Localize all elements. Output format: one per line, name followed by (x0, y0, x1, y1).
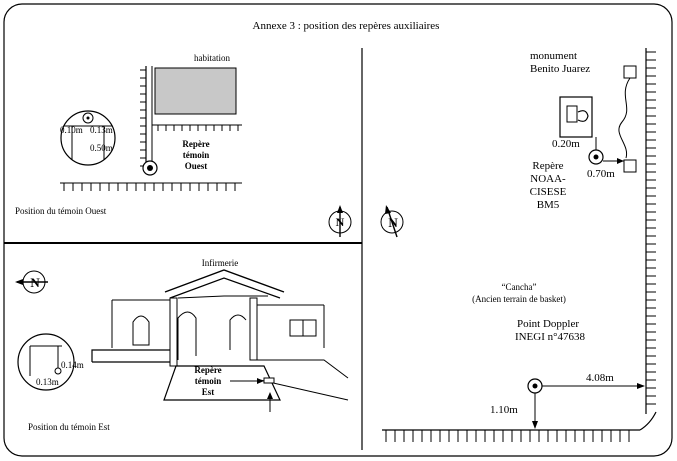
monument-statue (566, 105, 578, 123)
arch (177, 311, 197, 360)
marker-label-line: Est (202, 387, 215, 397)
doppler-label: INEGI n°47638 (515, 331, 586, 343)
north-letter: N (388, 215, 398, 230)
cancha-label: (Ancien terrain de basket) (472, 294, 566, 304)
marker-pointer-head (267, 392, 273, 399)
dimension-arrowhead (532, 421, 538, 429)
noaa-label-line: Repère (532, 160, 563, 172)
noaa-label-line: BM5 (537, 199, 560, 211)
north-arrow-icon: N (328, 205, 352, 237)
detail-dim-2: 0.13m (90, 125, 113, 135)
dimension-arrowhead (637, 383, 645, 389)
page-title: Annexe 3 : position des repères auxiliai… (253, 20, 440, 32)
column (169, 297, 178, 367)
monument-label: Benito Juarez (530, 63, 590, 75)
roof-line (177, 295, 268, 299)
detail-marker (54, 367, 62, 375)
cancha-label: “Cancha” (502, 282, 537, 292)
arched-window (132, 315, 150, 346)
roof-line (164, 269, 285, 293)
marker-pointer-head (257, 378, 264, 384)
marker-center (532, 383, 538, 389)
monument-statue (577, 110, 589, 122)
column (249, 297, 258, 361)
north-letter: N (30, 275, 40, 290)
monument-label: monument (530, 50, 577, 62)
step (91, 349, 170, 362)
marker-label-line: Repère (194, 365, 221, 375)
small-square (623, 159, 637, 173)
detail-dim-2: 0.13m (36, 377, 59, 387)
outer-frame (3, 3, 673, 457)
north-arrow-icon: N (15, 270, 48, 294)
detail-dim-1: 0.14m (61, 360, 84, 370)
habitation-building (154, 67, 237, 115)
habitation-label: habitation (194, 53, 230, 63)
detail-dim-1: 0.10m (60, 125, 83, 135)
dist-left: 0.20m (552, 138, 580, 150)
marker-label-line: témoin (195, 376, 222, 386)
north-letter: N (336, 215, 345, 229)
edge-ruler (385, 430, 630, 442)
arch (229, 314, 247, 350)
marker-center (593, 154, 599, 160)
dimension-arrowhead (617, 158, 624, 164)
marker-label-line: Repère (182, 139, 209, 149)
ground-edge (259, 379, 349, 401)
dist-horizontal: 4.08m (586, 372, 614, 384)
dist-right: 0.70m (587, 168, 615, 180)
noaa-label-line: NOAA- (530, 173, 566, 185)
caption-ouest: Position du témoin Ouest (15, 206, 107, 216)
panel-est: Infirmerie Repère témoin Est (15, 258, 349, 432)
marker-label-line: Ouest (185, 161, 208, 171)
noaa-label-line: CISESE (530, 186, 567, 198)
ground-edge (257, 359, 349, 379)
ground-ruler (63, 183, 236, 191)
roof-line (169, 277, 281, 299)
detail-circle (17, 333, 75, 391)
marker-center (147, 165, 153, 171)
infirmerie-label: Infirmerie (202, 258, 238, 268)
dist-vertical: 1.10m (490, 404, 518, 416)
detail-circle (60, 110, 116, 166)
caption-est: Position du témoin Est (28, 422, 110, 432)
floor-slab (163, 365, 281, 401)
corner-curve (639, 411, 657, 431)
repere-temoin-est-marker (263, 377, 275, 384)
wall-hatching (140, 69, 239, 167)
panel-main: monument Benito Juarez 0.20m 0.70m Repèr… (380, 48, 657, 442)
wavy-line (618, 77, 631, 159)
edge-ruler (646, 51, 656, 405)
doppler-label: Point Doppler (517, 318, 579, 330)
north-arrow-icon: N (380, 205, 404, 238)
marker-label-line: témoin (183, 150, 210, 160)
small-square (623, 65, 637, 79)
detail-marker-center (86, 116, 90, 120)
detail-dim-3: 0.50m (90, 143, 113, 153)
panel-ouest: habitation Repère témoin Ouest 0.10m 0.1… (15, 53, 352, 237)
